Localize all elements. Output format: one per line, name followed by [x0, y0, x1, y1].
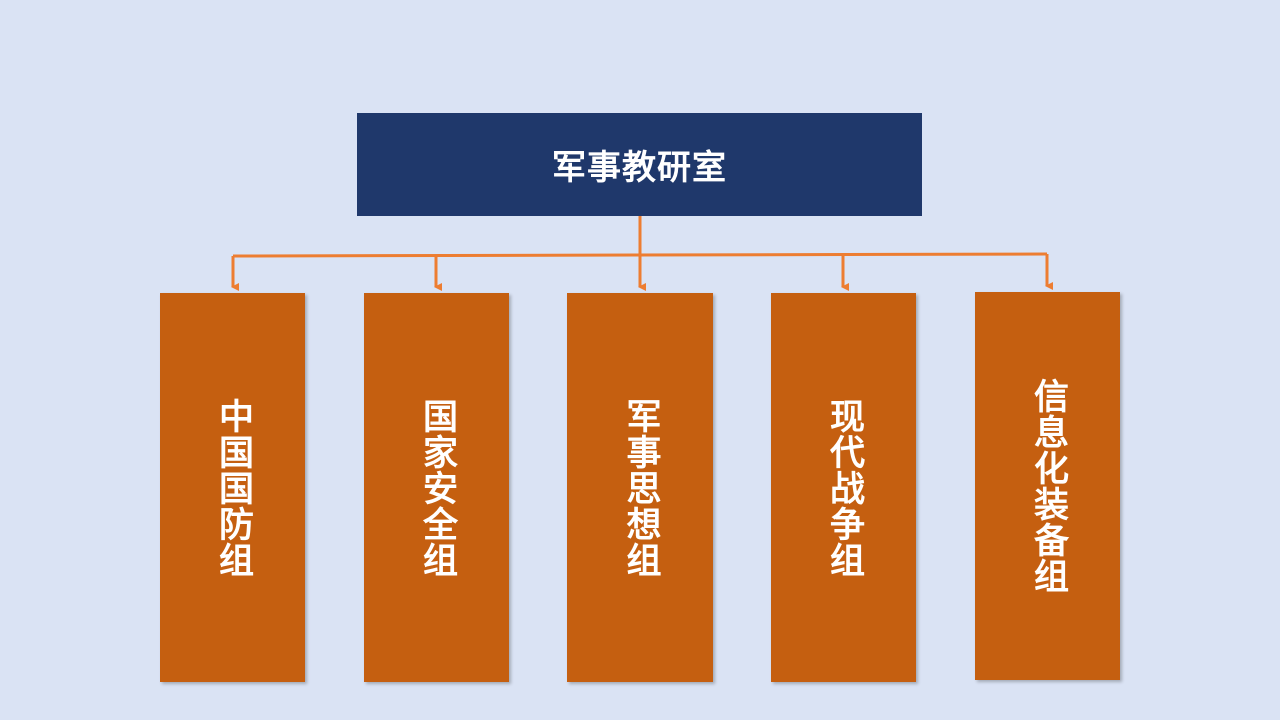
- group-label: 中国国防组: [213, 397, 253, 578]
- group-node-5: 信息化装备组: [975, 292, 1120, 680]
- group-label: 军事思想组: [620, 397, 661, 578]
- group-node-3: 军事思想组: [567, 293, 713, 682]
- group-label: 现代战争组: [824, 397, 864, 578]
- group-label: 国家安全组: [417, 397, 457, 578]
- group-node-4: 现代战争组: [771, 293, 916, 682]
- group-node-2: 国家安全组: [364, 293, 509, 682]
- root-label: 军事教研室: [552, 148, 727, 188]
- root-node: 军事教研室: [357, 113, 922, 216]
- group-label: 信息化装备组: [1028, 378, 1068, 594]
- group-node-1: 中国国防组: [160, 293, 305, 682]
